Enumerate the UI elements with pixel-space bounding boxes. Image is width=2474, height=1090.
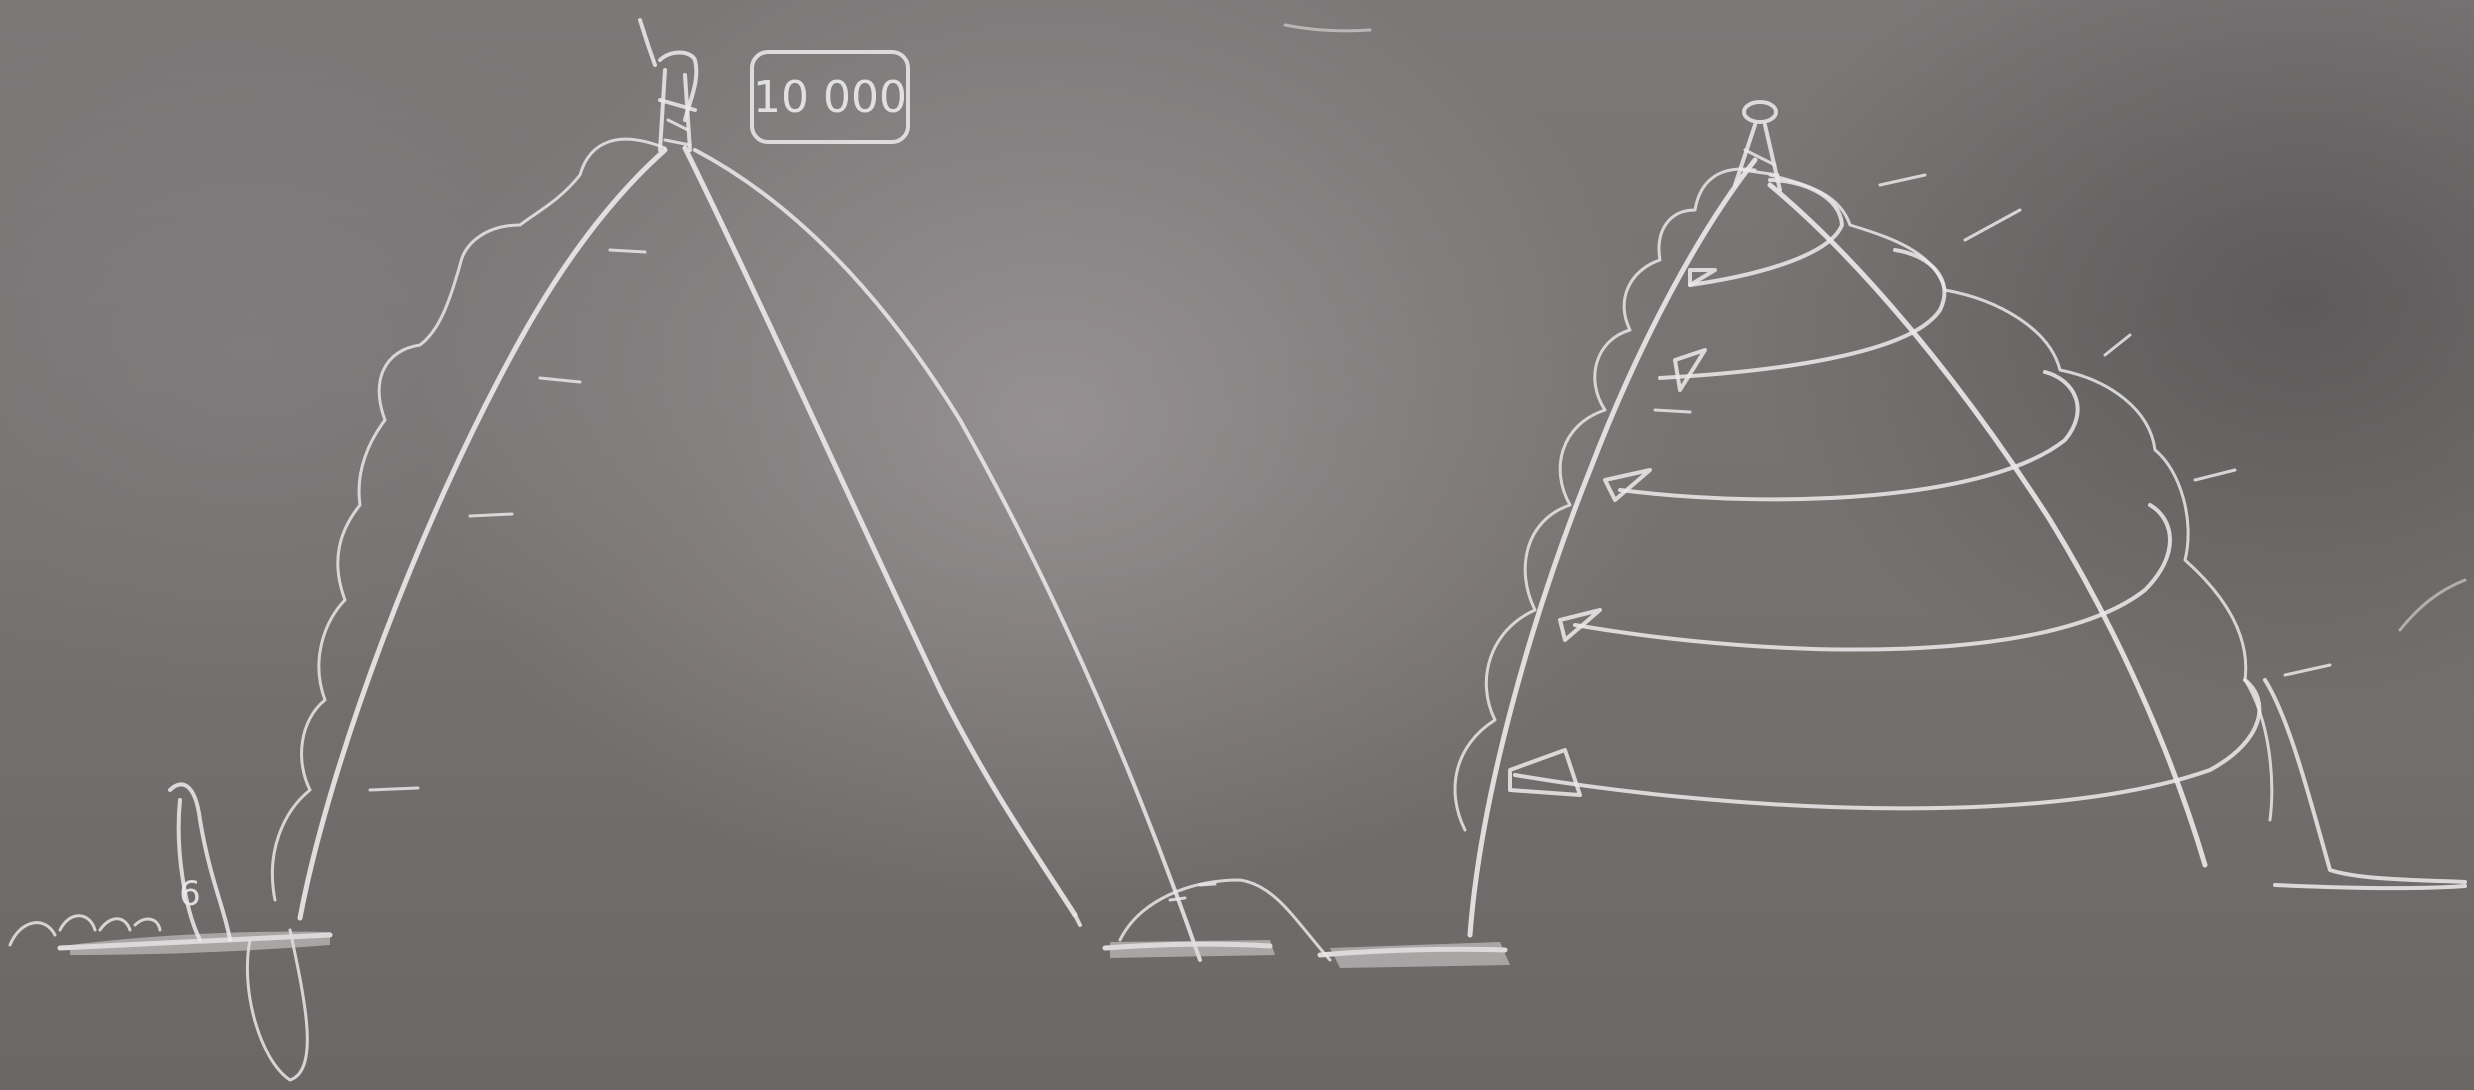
left-mountain-outer-slope: [695, 150, 1200, 960]
flag-marker: [1605, 470, 1650, 500]
right-base-ground-smear: [1330, 942, 1510, 968]
right-tick: [1880, 175, 1925, 185]
left-ground-smear: [70, 932, 330, 955]
middle-ground-smear: [1110, 940, 1275, 958]
left-mountain-tick: [540, 378, 580, 382]
small-figure-6: 6: [170, 784, 230, 940]
spiral-band-3: [1620, 372, 2078, 499]
left-mountain-foot-return: [1075, 915, 1080, 925]
board-smudge: [1285, 25, 1370, 31]
right-mountain-foot: [2265, 680, 2465, 882]
summit-sign: 10 000: [752, 52, 908, 142]
right-tick: [1655, 410, 1690, 412]
flag-marker: [1560, 610, 1600, 640]
small-figure-label: 6: [179, 874, 201, 914]
right-foot-ground: [2275, 885, 2465, 888]
flag-marker: [1675, 350, 1705, 390]
left-mountain-tick: [470, 514, 512, 516]
left-mountain-foot-loop: [247, 930, 307, 1080]
left-mountain-tick: [610, 250, 645, 252]
right-mountain-left-slope: [1470, 160, 1755, 935]
right-tick: [1965, 210, 2020, 240]
left-mountain-left-slope: [300, 150, 665, 918]
right-tick: [2105, 335, 2130, 355]
right-mountain-right-slope: [1770, 185, 2205, 865]
left-mountain-inner-slope: [685, 148, 1075, 915]
left-mountain-tick: [370, 788, 418, 790]
middle-hills: [1105, 880, 1510, 968]
board-smudge: [2400, 580, 2465, 630]
spiral-band-5: [1515, 680, 2259, 808]
right-tick: [2285, 665, 2330, 675]
right-mountain: [1455, 102, 2465, 935]
left-mountain: 10 000 6: [10, 20, 1200, 1080]
right-tick: [2195, 470, 2235, 480]
summit-climber-figure: [640, 20, 696, 150]
summit-sign-text: 10 000: [753, 72, 907, 123]
flag-marker: [1510, 750, 1580, 795]
